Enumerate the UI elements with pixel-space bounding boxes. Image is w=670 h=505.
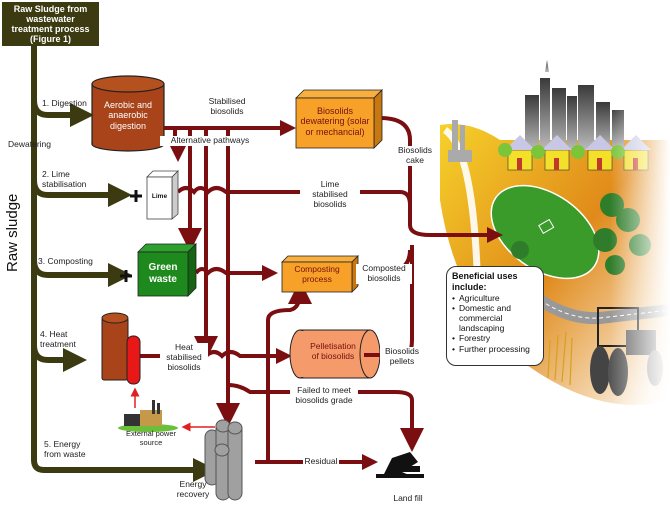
power-plant-icon [118,400,178,432]
raw-sludge-trunk [31,46,217,482]
flow-label-pellets: Biosolids pellets [380,346,424,367]
flow-label-stabilised: Stabilised biosolids [208,96,246,116]
composting-label: Composting process [294,264,340,284]
heat-treatment-icon [101,312,141,385]
route-label-energy: 5. Energy from waste [44,439,86,459]
flow-label-residual: Residual [303,456,339,467]
beneficial-uses-heading: Beneficial uses include: [452,271,518,292]
route-label-dewatering: Dewatering [8,139,51,149]
composting-box-icon [281,255,359,293]
green-waste-label: Green waste [148,262,178,285]
beneficial-uses-list: Agriculture Domestic and commercial land… [452,293,538,354]
wheat-icon [547,331,573,386]
beneficial-use-item: Further processing [452,344,538,354]
city-skyline-icon [525,60,624,150]
route-label-composting: 3. Composting [38,256,93,266]
digester-tank-icon [91,75,165,152]
flow-label-failed: Failed to meet biosolids grade [290,385,358,406]
flow-label-cake: Biosolids cake [390,145,440,166]
raw-sludge-vertical-label: Raw sludge [4,193,21,272]
route-label-digestion: 1. Digestion [42,98,87,108]
landfill-icon [376,452,424,478]
dewatering-box-icon [295,89,383,149]
power-arrows [130,387,215,432]
beneficial-use-item: Domestic and commercial landscaping [452,303,538,334]
flow-label-alternative: Alternative pathways [160,135,260,146]
pelletisation-drum-icon [289,329,384,379]
energy-recovery-icon [204,419,243,501]
beneficial-use-item: Forestry [452,333,538,343]
power-source-label: External power source [125,429,177,447]
raw-sludge-source-box: Raw Sludge from wastewater treatment pro… [2,2,99,46]
flow-label-composted: Composted biosolids [356,263,412,284]
flow-label-lime-stabilised: Lime stabilised biosolids [300,179,360,210]
lime-label: Lime [151,193,168,200]
beneficial-use-item: Agriculture [452,293,538,303]
factory-chimney-icon [448,120,472,162]
route-label-heat: 4. Heat treatment [40,329,76,349]
green-waste-box-icon [137,243,197,297]
landscape-illustration [440,60,670,440]
flow-label-heat-stabilised: Heat stabilised biosolids [160,342,208,373]
plus-icons [120,190,142,282]
beneficial-uses-callout: Beneficial uses include: Agriculture Dom… [446,266,544,366]
energy-recovery-label: Energy recovery [176,479,210,499]
route-label-lime: 2. Lime stabilisation [42,169,87,189]
dewatering-label: Biosolids dewatering (solar or mechancia… [300,106,370,137]
landfill-label: Land fill [393,493,423,503]
lime-box-icon [146,170,179,220]
digester-label: Aerobic and anaerobic digestion [103,100,153,131]
pelletisation-label: Pelletisation of biosolids [310,341,356,361]
